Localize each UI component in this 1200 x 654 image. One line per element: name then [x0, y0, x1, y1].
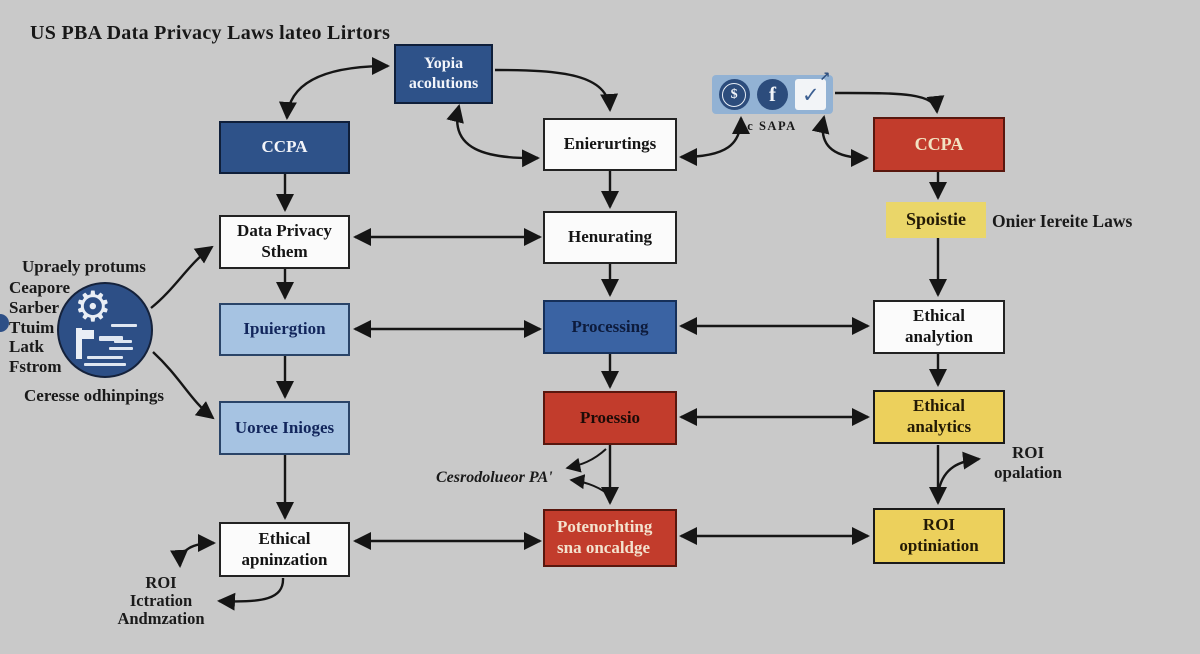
diagram-title: US PBA Data Privacy Laws lateo Lirtors — [30, 22, 391, 44]
roi-ictration-label: ROI Ictration Andmzation — [117, 573, 205, 629]
ceresse-label: Ceresse odhinpings — [24, 386, 164, 405]
list-item: Latk — [9, 337, 44, 357]
box-roi-optiniation: ROI optiniation — [873, 508, 1005, 564]
list-item: Sarber — [9, 297, 60, 317]
box-processing: Processing — [543, 300, 677, 354]
upraely-label: Upraely protums — [22, 257, 146, 276]
badge-line — [84, 363, 126, 366]
cesrodolueor-label: Cesrodolueor PA' — [436, 469, 553, 486]
other-laws-label: Onier Iereite Laws — [992, 211, 1133, 231]
facebook-icon: f — [756, 79, 788, 110]
box-potenorhting: Potenorhting sna oncaldge — [543, 509, 677, 567]
flag-icon — [76, 328, 82, 359]
left-term-list: Ceapore Sarber Ttuim Latk Fstrom — [9, 278, 70, 377]
box-ccpa-right: CCPA — [873, 117, 1005, 172]
gear-icon: ⚙ — [74, 282, 112, 331]
box-ethical-analytion: Ethical analytion — [873, 300, 1005, 354]
box-uoree-inioges: Uoree Inioges — [219, 401, 350, 455]
list-item: Ceapore — [9, 278, 71, 297]
badge-line — [114, 340, 132, 343]
box-henurating: Henurating — [543, 211, 677, 264]
corner-arrow-icon: ↗ — [819, 70, 831, 85]
badge-line — [111, 324, 137, 327]
csapa-label: c SAPA — [747, 119, 797, 133]
list-item: Fstrom — [9, 357, 62, 377]
list-item: Ttuim — [9, 317, 55, 337]
compliance-icon-strip: $ f ✓ ↗ — [712, 70, 833, 114]
box-spoistie: Spoistie — [886, 202, 986, 238]
box-ccpa-left: CCPA — [219, 121, 350, 174]
box-yopia-acolutions: Yopia acolutions — [394, 44, 493, 104]
dollar-coin-icon: $ — [718, 79, 750, 110]
box-ethical-apninzation: Ethical apninzation — [219, 522, 350, 577]
check-glyph: ✓ — [802, 82, 820, 107]
roi-opalation-label: ROI opalation — [993, 443, 1063, 482]
badge-line — [87, 356, 123, 359]
box-ipuiergtion: Ipuiergtion — [219, 303, 350, 356]
flag-icon-top — [82, 330, 94, 339]
box-proessio: Proessio — [543, 391, 677, 445]
facebook-glyph: f — [768, 82, 776, 106]
edge-mark — [0, 314, 9, 332]
badge-line — [109, 347, 133, 350]
badge-line — [99, 336, 123, 341]
dollar-glyph: $ — [722, 82, 747, 107]
box-enierurtings: Enierurtings — [543, 118, 677, 171]
box-data-privacy-sthem: Data Privacy Sthem — [219, 215, 350, 269]
checkbox-icon: ✓ ↗ — [795, 70, 830, 110]
box-ethical-analytics: Ethical analytics — [873, 390, 1005, 444]
gear-badge: ⚙ — [57, 282, 153, 378]
